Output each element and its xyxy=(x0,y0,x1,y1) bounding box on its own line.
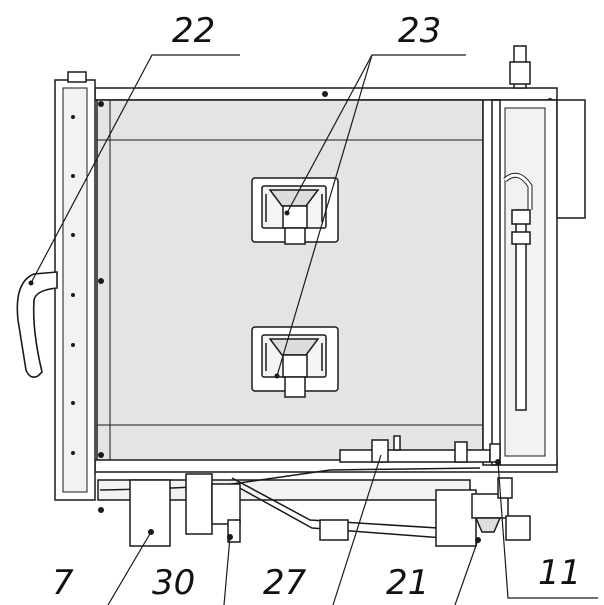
leader-27 xyxy=(332,454,382,605)
leader-22 xyxy=(30,54,240,284)
undercarriage xyxy=(97,435,531,547)
leader-lines xyxy=(30,54,598,605)
door-handle xyxy=(16,271,58,378)
leader-7 xyxy=(107,531,152,605)
door-frame xyxy=(54,71,96,501)
callout-30: 30 xyxy=(152,563,195,603)
right-compartment xyxy=(482,45,586,466)
callout-27: 27 xyxy=(263,563,307,603)
leader-21 xyxy=(454,539,479,605)
vent-upper xyxy=(251,177,339,245)
callout-7: 7 xyxy=(52,563,74,603)
leader-11 xyxy=(497,461,598,599)
callout-22: 22 xyxy=(172,11,215,51)
leader-30 xyxy=(223,536,231,605)
side-panel xyxy=(96,99,484,466)
callout-21: 21 xyxy=(386,563,429,603)
callout-23: 23 xyxy=(398,11,441,51)
callout-11: 11 xyxy=(538,553,581,593)
cabinet-body xyxy=(94,87,558,513)
leader-23b xyxy=(276,54,373,377)
vent-lower xyxy=(251,326,339,398)
